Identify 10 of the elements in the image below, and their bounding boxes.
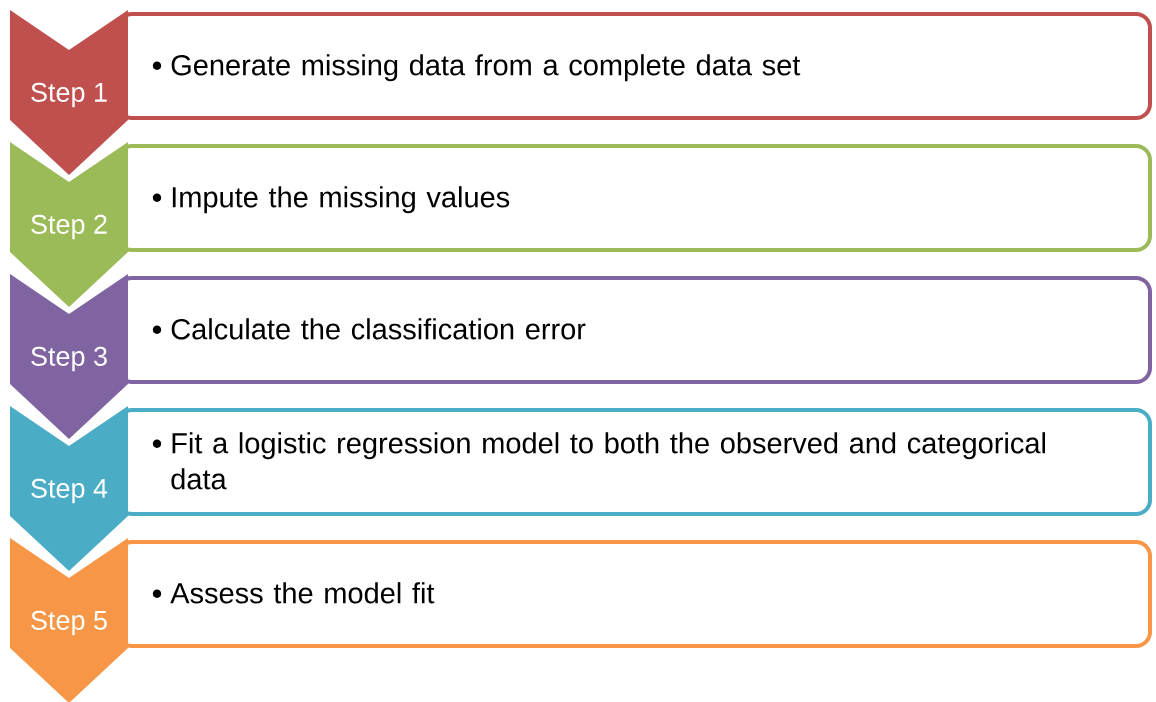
step-label-band: Step 3: [10, 274, 128, 439]
step-box: Assess the model fit: [116, 540, 1152, 648]
step-box: Impute the missing values: [116, 144, 1152, 252]
step-box: Calculate the classification error: [116, 276, 1152, 384]
step-label-band: Step 5: [10, 538, 128, 702]
step-label-band: Step 1: [10, 10, 128, 175]
step-box: Fit a logistic regression model to both the observed and categorical data: [116, 408, 1152, 516]
step-box: Generate missing data from a complete data set: [116, 12, 1152, 120]
step-label-band: Step 4: [10, 406, 128, 571]
step-label-band: Step 2: [10, 142, 128, 307]
